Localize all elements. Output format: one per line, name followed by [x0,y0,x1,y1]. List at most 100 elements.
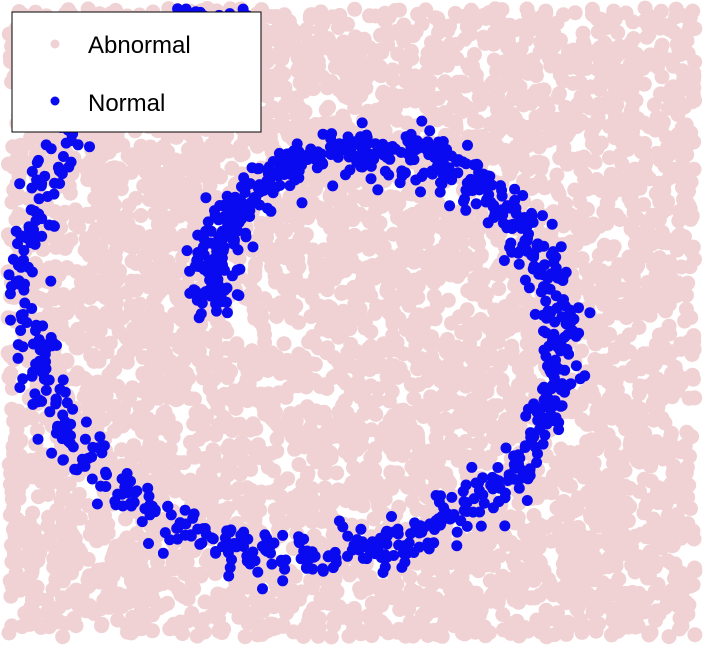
scatter-point-abnormal [327,59,343,75]
scatter-point-abnormal [451,409,467,425]
scatter-point-abnormal [605,7,621,23]
scatter-point-abnormal [506,88,522,103]
scatter-point-abnormal [402,569,418,585]
scatter-point-abnormal [326,42,341,58]
scatter-point-abnormal [485,399,500,415]
scatter-point-abnormal [455,343,471,359]
scatter-point-abnormal [352,420,368,436]
scatter-point-abnormal [223,363,239,379]
scatter-point-abnormal [224,160,240,176]
scatter-point-abnormal [216,133,232,148]
scatter-point-abnormal [460,223,476,239]
scatter-point-abnormal [542,24,558,40]
scatter-point-abnormal [650,371,666,387]
scatter-point-abnormal [445,605,461,621]
scatter-point-abnormal [304,580,320,596]
scatter-point-abnormal [622,444,638,460]
scatter-point-abnormal [615,335,631,351]
scatter-point-abnormal [549,167,565,183]
scatter-point-abnormal [484,586,500,602]
scatter-point-abnormal [368,407,384,422]
scatter-point-abnormal [94,393,110,409]
scatter-point-abnormal [529,612,545,628]
scatter-point-abnormal [686,65,702,81]
scatter-point-abnormal [583,510,599,526]
scatter-point-abnormal [520,91,536,107]
scatter-point-abnormal [72,548,88,564]
scatter-point-abnormal [593,135,609,151]
scatter-point-abnormal [513,41,529,57]
scatter-point-abnormal [410,290,426,305]
scatter-point-abnormal [3,588,19,604]
scatter-point-abnormal [634,428,650,444]
scatter-point-abnormal [416,572,432,587]
scatter-point-abnormal [133,324,149,339]
scatter-point-abnormal [419,53,435,69]
scatter-point-abnormal [478,628,493,644]
scatter-point-abnormal [614,63,630,79]
scatter-point-abnormal [663,425,679,441]
scatter-point-abnormal [253,215,269,231]
scatter-point-abnormal [313,309,329,325]
scatter-point-abnormal [682,259,698,275]
scatter-point-abnormal [274,422,290,437]
scatter-point-abnormal [668,1,684,17]
scatter-point-abnormal [632,454,648,470]
scatter-point-abnormal [352,389,368,405]
scatter-point-abnormal [208,393,224,409]
scatter-point-abnormal [132,400,148,416]
scatter-point-abnormal [560,620,576,636]
scatter-point-abnormal [81,247,97,263]
scatter-point-abnormal [346,601,362,616]
scatter-point-abnormal [162,361,177,377]
scatter-point-abnormal [462,26,478,42]
scatter-point-abnormal [367,306,383,321]
scatter-point-abnormal [271,50,287,66]
scatter-point-abnormal [292,231,308,247]
scatter-point-abnormal [94,129,109,145]
scatter-point-abnormal [261,485,277,500]
scatter-point-abnormal [575,88,591,103]
scatter-point-abnormal [656,229,672,245]
scatter-point-abnormal [274,224,290,240]
scatter-point-abnormal [127,341,143,357]
scatter-point-abnormal [524,181,539,196]
scatter-point-abnormal [240,508,256,524]
scatter-point-abnormal [166,616,182,632]
scatter-point-abnormal [621,249,637,265]
scatter-point-abnormal [433,620,449,636]
scatter-point-abnormal [120,536,136,552]
scatter-point-abnormal [302,10,318,26]
scatter-point-abnormal [149,577,165,593]
scatter-point-abnormal [547,55,563,71]
scatter-point-abnormal [682,448,697,464]
scatter-point-abnormal [41,509,57,525]
scatter-point-abnormal [408,310,424,326]
scatter-point-abnormal [94,616,110,632]
scatter-point-abnormal [526,572,542,588]
scatter-point-abnormal [86,353,102,369]
scatter-point-abnormal [669,242,685,258]
scatter-point-abnormal [352,44,368,60]
scatter-point-abnormal [352,206,368,222]
scatter-point-abnormal [403,582,419,598]
scatter-point-abnormal [687,390,703,406]
scatter-point-abnormal [320,487,335,503]
scatter-point-abnormal [524,120,540,136]
scatter-point-abnormal [482,573,498,589]
scatter-point-abnormal [193,566,209,582]
scatter-point-abnormal [390,258,406,273]
scatter-point-abnormal [129,610,145,626]
scatter-point-abnormal [658,496,674,512]
scatter-point-abnormal [419,65,434,80]
scatter-point-abnormal [381,194,397,210]
scatter-point-abnormal [280,471,296,487]
scatter-point-abnormal [685,371,701,387]
scatter-point-abnormal [684,429,700,445]
scatter-point-abnormal [454,625,470,641]
scatter-point-abnormal [432,373,448,389]
scatter-point-abnormal [479,456,495,471]
scatter-point-abnormal [636,197,652,212]
scatter-point-abnormal [387,3,403,18]
scatter-point-abnormal [243,482,259,498]
